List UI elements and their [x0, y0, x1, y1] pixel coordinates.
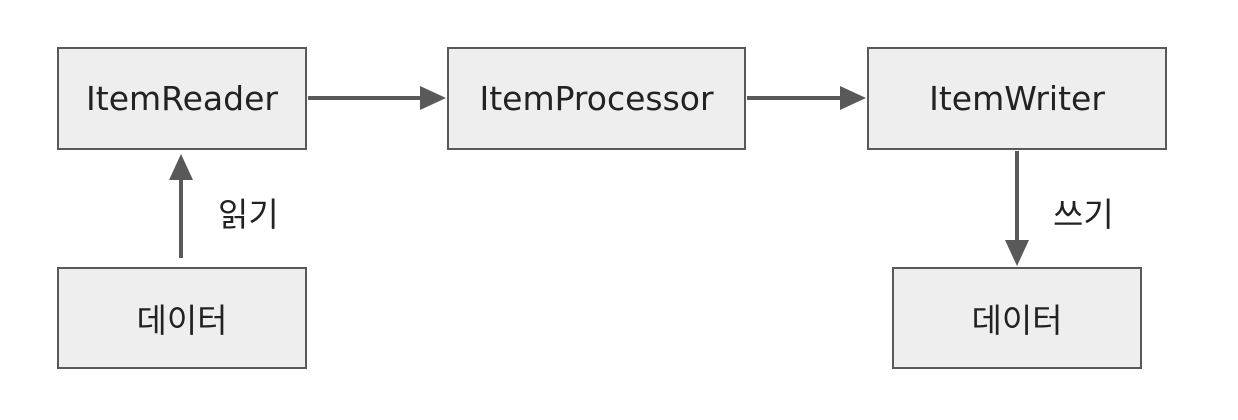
item-reader-label: ItemReader: [86, 79, 278, 118]
arrow-reader-to-processor: [308, 86, 446, 110]
target-data-label: 데이터: [971, 301, 1063, 340]
item-reader-node: ItemReader: [57, 47, 307, 150]
arrow-writer-to-data: [1005, 151, 1029, 266]
read-edge-label: 읽기: [218, 195, 279, 234]
arrow-processor-to-writer: [747, 86, 866, 110]
item-writer-node: ItemWriter: [867, 47, 1167, 150]
source-data-node: 데이터: [57, 267, 307, 369]
item-processor-node: ItemProcessor: [447, 47, 746, 150]
source-data-label: 데이터: [136, 301, 228, 340]
target-data-node: 데이터: [892, 267, 1142, 369]
item-writer-label: ItemWriter: [929, 79, 1105, 118]
arrow-data-to-reader: [169, 154, 193, 258]
item-processor-label: ItemProcessor: [479, 79, 714, 118]
write-edge-label: 쓰기: [1053, 195, 1114, 234]
